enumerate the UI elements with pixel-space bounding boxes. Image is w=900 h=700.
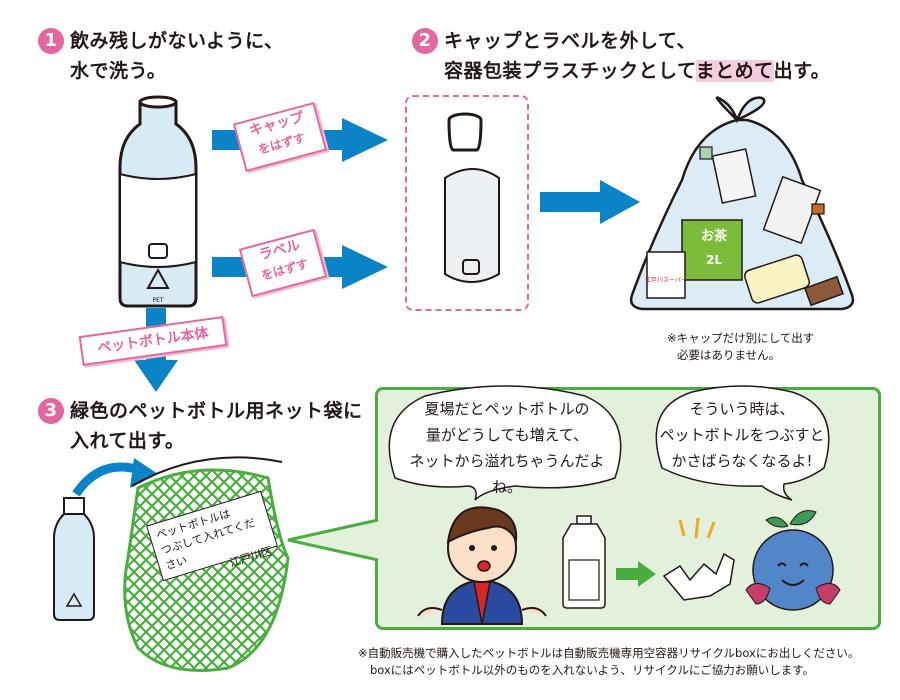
- pet-mark-text: PET: [152, 297, 163, 304]
- removed-parts-box: [405, 95, 529, 311]
- person-speech-line3: ネットから溢れちゃうんだよね。: [409, 452, 605, 496]
- cap-illustration: [447, 112, 483, 152]
- footer-note: ※自動販売機で購入したペットボトルは自動販売機専用空容器リサイクルboxにお出し…: [358, 645, 859, 679]
- person-speech-line1: 夏場だとペットボトルの: [424, 400, 590, 418]
- small-pet-bottle: [53, 497, 95, 621]
- curved-arrow-icon: [72, 458, 158, 497]
- panel-pointer: [287, 518, 379, 562]
- store-bag-text: 江戸川スーパー: [645, 277, 687, 284]
- mascot-character: [745, 510, 841, 611]
- step-3-heading: 3 緑色のペットボトル用ネット袋に 入れて出す。: [38, 396, 363, 456]
- plastic-bag-illustration: お茶 2L 江戸川スーパー: [629, 96, 855, 311]
- mascot-speech-text: そういう時は、 ペットボトルをつぶすと かさばらなくなるよ!: [658, 396, 826, 474]
- footer-note-line1: ※自動販売機で購入したペットボトルは自動販売機専用空容器リサイクルboxにお出し…: [358, 646, 860, 660]
- step-1-line2: 水で洗う。: [70, 60, 167, 82]
- person-speech-bubble: [388, 385, 622, 501]
- bag-note-line1: ※キャップだけ別にして出す: [667, 331, 815, 345]
- mascot-speech-bubble: [655, 385, 830, 501]
- tea-label-text: お茶: [701, 228, 728, 244]
- crushed-bottle-illustration: [662, 517, 735, 601]
- pet-recycle-icon: [146, 267, 170, 289]
- mascot-speech-line3: かさばらなくなるよ!: [671, 452, 813, 470]
- tea-size-text: 2L: [706, 253, 722, 267]
- footer-note-line2: boxにはペットボトル以外のものを入れないよう、リサイクルにご協力お願いします。: [370, 663, 815, 677]
- step-3-badge: 3: [38, 398, 64, 424]
- step-2-heading: 2 キャップとラベルを外して、 容器包装プラスチックとしてまとめて出す。: [412, 26, 830, 86]
- man-character: [417, 506, 547, 625]
- step-2-badge: 2: [412, 28, 438, 54]
- pet-bottle-illustration: PET: [118, 95, 198, 308]
- tea-bottle-label: [681, 219, 743, 281]
- mascot-speech-line1: そういう時は、: [689, 400, 795, 418]
- step-3-line2: 入れて出す。: [70, 430, 185, 452]
- bag-note-line2: 必要はありません。: [677, 348, 781, 362]
- step-1-badge: 1: [38, 28, 64, 54]
- recycle-mark-icon: [148, 243, 168, 259]
- square-bottle-illustration: [562, 515, 606, 609]
- label-film-illustration: [444, 168, 500, 283]
- step-1-line1: 飲み残しがないように、: [70, 30, 284, 52]
- person-speech-text: 夏場だとペットボトルの 量がどうしても増えて、 ネットから溢れちゃうんだよね。: [396, 396, 618, 500]
- step-1-heading: 1 飲み残しがないように、 水で洗う。: [38, 26, 284, 86]
- step-2-line2-prefix: 容器包装プラスチックとして: [444, 60, 696, 82]
- step-3-line1: 緑色のペットボトル用ネット袋に: [70, 400, 363, 422]
- mascot-speech-line2: ペットボトルをつぶすと: [659, 426, 825, 444]
- green-arrow-icon: [616, 561, 656, 587]
- step-2-line2-suffix: 出す。: [773, 60, 831, 82]
- person-speech-line2: 量がどうしても増えて、: [425, 426, 589, 444]
- step-2-line1: キャップとラベルを外して、: [444, 30, 696, 52]
- step-2-highlight: まとめて: [695, 60, 774, 82]
- arrow-to-bag-icon: [540, 180, 640, 224]
- bag-note: ※キャップだけ別にして出す 必要はありません。: [667, 330, 814, 364]
